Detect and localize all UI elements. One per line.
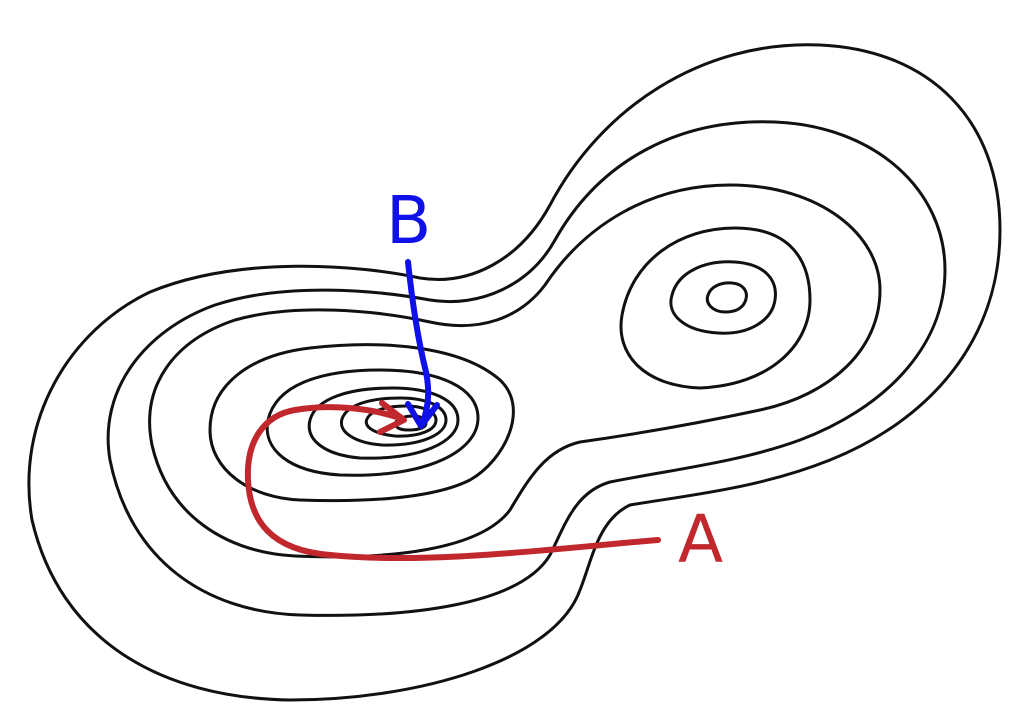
contour-left-level-5 xyxy=(265,368,480,477)
contour-left-level-7 xyxy=(339,396,448,447)
trajectory-b-arrowhead xyxy=(405,401,440,429)
contour-level-4 xyxy=(208,343,515,503)
contour-right-level-4 xyxy=(619,226,812,390)
contour-left-level-6 xyxy=(307,386,460,460)
trajectory-b xyxy=(405,259,432,427)
contour-right-minimum xyxy=(705,281,748,314)
contour-right-level-5 xyxy=(669,260,777,335)
trajectory-a-arrowhead xyxy=(377,400,407,435)
trajectory-a xyxy=(244,404,661,562)
contour-level-1 xyxy=(27,43,1002,702)
contour-level-2 xyxy=(106,120,947,617)
contour-level-3 xyxy=(148,183,882,559)
label-a: A xyxy=(678,501,723,578)
label-b: B xyxy=(386,182,431,259)
